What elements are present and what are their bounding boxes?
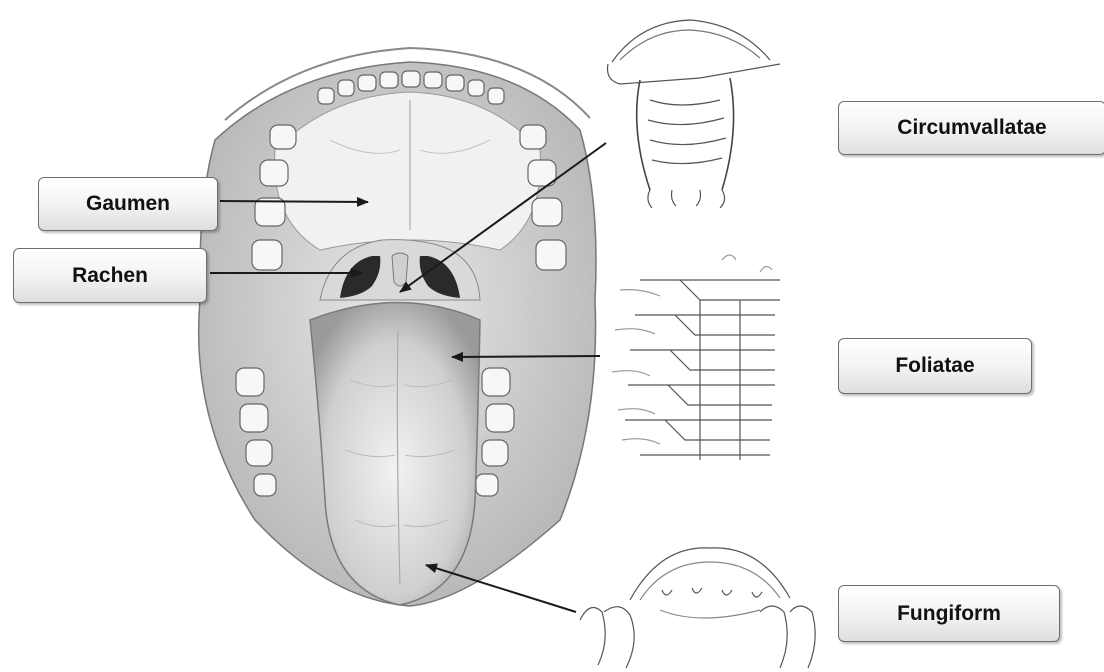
fungiform-papilla-drawing bbox=[580, 548, 815, 668]
arrow-to-foliatae bbox=[452, 356, 600, 357]
label-rachen[interactable]: Rachen bbox=[13, 248, 207, 303]
label-gaumen[interactable]: Gaumen bbox=[38, 177, 218, 231]
label-fungiform[interactable]: Fungiform bbox=[838, 585, 1060, 642]
label-circumvallatae[interactable]: Circumvallatae bbox=[838, 101, 1104, 155]
circumvallate-papilla-drawing bbox=[608, 20, 781, 208]
label-foliatae[interactable]: Foliatae bbox=[838, 338, 1032, 394]
arrow-to-palate bbox=[220, 201, 368, 202]
foliate-papillae-drawing bbox=[612, 255, 780, 460]
